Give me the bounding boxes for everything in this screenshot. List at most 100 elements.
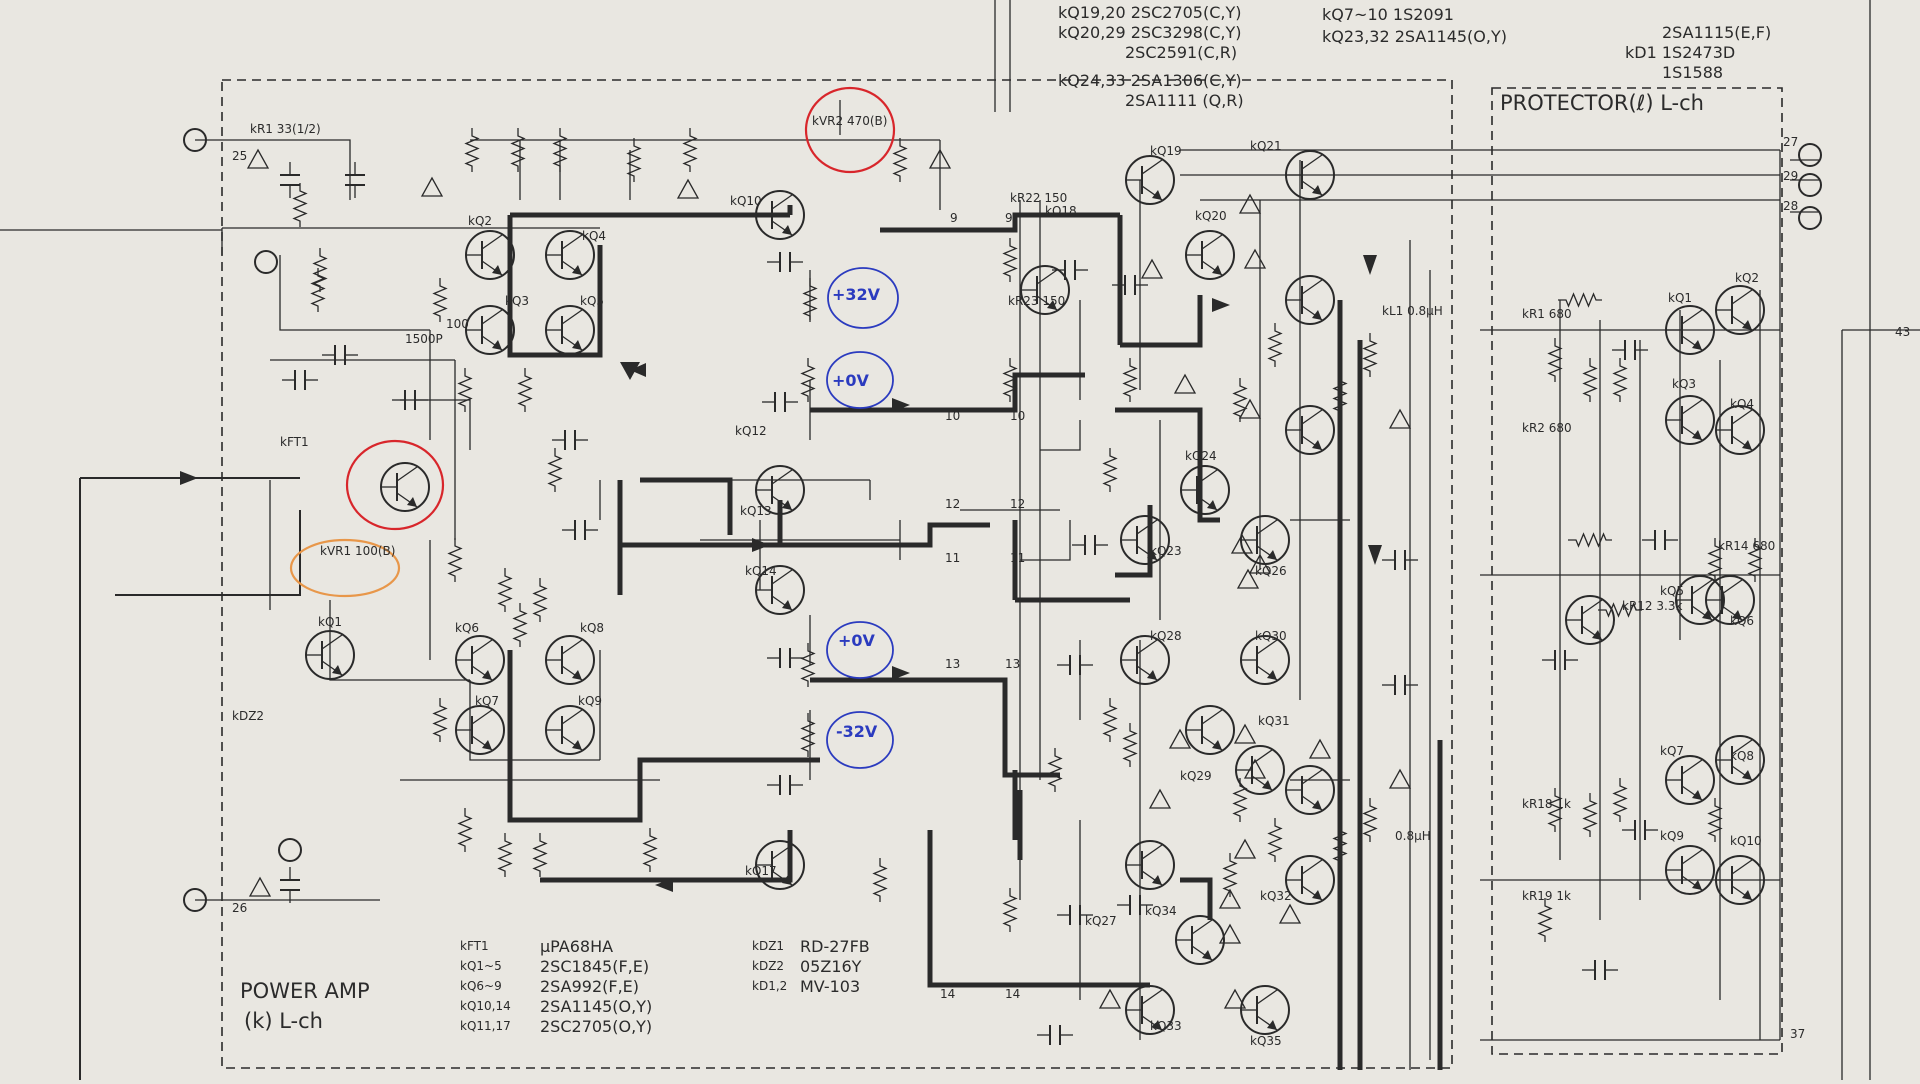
coil-label: kL1 0.8µH	[1382, 304, 1443, 318]
warning-triangle-icon	[1230, 533, 1254, 554]
transistor-arrow	[572, 340, 582, 350]
node-number: 13	[945, 657, 960, 671]
transistor-lead	[1301, 769, 1323, 785]
transistor-arrow	[1047, 300, 1057, 310]
node-number: 25	[232, 149, 247, 163]
transistor-lead	[1681, 759, 1703, 775]
transistor-symbol	[1715, 855, 1765, 905]
transistor-arrow	[1312, 890, 1322, 900]
resistor-symbol	[1267, 818, 1283, 862]
transistor-symbol	[1240, 985, 1290, 1035]
transistor-symbol	[1565, 595, 1615, 645]
capacitor-symbol	[1117, 895, 1153, 915]
transistor-label: kQ31	[1258, 714, 1290, 728]
capacitor-symbol	[1582, 960, 1618, 980]
resistor-symbol	[292, 183, 308, 227]
capacitor-symbol	[1382, 675, 1418, 695]
capacitor-symbol	[762, 392, 798, 412]
resistor-symbol	[552, 128, 568, 172]
transistor-symbol	[455, 635, 505, 685]
transistor-symbol	[1285, 405, 1335, 455]
transistor-arrow	[572, 670, 582, 680]
transistor-symbol	[1285, 150, 1335, 200]
transistor-lead	[771, 469, 793, 485]
legend-part: 2SC2705(O,Y)	[540, 1017, 652, 1036]
resistor-symbol	[1612, 358, 1628, 402]
warning-triangle-icon	[1248, 553, 1272, 574]
node-number: 43	[1895, 325, 1910, 339]
capacitor-symbol	[1612, 340, 1648, 360]
node-number: 28	[1783, 199, 1798, 213]
transistor-arrow	[1592, 630, 1602, 640]
warning-triangle-icon	[1168, 728, 1192, 749]
resistor-symbol	[1537, 898, 1553, 942]
node-number: 9	[1005, 211, 1013, 225]
resistor-label: kR23 150	[1008, 294, 1065, 308]
parts-legend: kFT1 µPA68HA kQ1~5 2SC1845(F,E) kQ6~9 2S…	[460, 937, 870, 1036]
legend-ref: kQ6~9	[460, 979, 502, 993]
transistors	[305, 150, 1765, 1035]
warning-triangle-icon	[1238, 193, 1262, 214]
resistor-symbol	[1232, 778, 1248, 822]
resistor-symbol	[1547, 788, 1563, 832]
transistor-lead	[1251, 749, 1273, 765]
transistor-arrow	[1267, 1020, 1277, 1030]
capacitor-bodies	[280, 162, 1678, 1045]
transistor-arrow	[1742, 320, 1752, 330]
transistor-arrow	[1312, 310, 1322, 320]
transistor-label: kQ1	[318, 615, 342, 629]
voltage-minus32: -32V	[836, 722, 878, 741]
transistor-lead	[1301, 409, 1323, 425]
legend-part: 2SA1145(O,Y)	[540, 997, 652, 1016]
voltage-circle	[827, 267, 899, 329]
transistor-arrow	[482, 670, 492, 680]
resistor-symbol	[310, 268, 326, 312]
transistor-symbol	[545, 230, 595, 280]
resistor-symbol	[800, 713, 816, 757]
resistor-symbol	[1598, 602, 1642, 618]
fet-label: kFT1	[280, 435, 309, 449]
capacitor-symbol	[767, 648, 803, 668]
capacitor-symbol	[280, 867, 300, 903]
transistor-symbol	[1020, 265, 1070, 315]
capacitor-symbol	[1072, 535, 1108, 555]
resistor-symbol	[1568, 532, 1612, 548]
signal-arrows	[180, 255, 1382, 892]
capacitor-symbol	[1622, 820, 1658, 840]
transistor-label: kQ30	[1255, 629, 1287, 643]
resistor-symbol	[626, 138, 642, 182]
transistor-arrow	[1742, 770, 1752, 780]
protector-label: kQ4	[1730, 397, 1754, 411]
resistor-symbol	[682, 128, 698, 172]
transistor-symbol	[1120, 635, 1170, 685]
transistor-label: kQ2	[468, 214, 492, 228]
protector-label: kR14 680	[1718, 539, 1775, 553]
transistor-lead	[1721, 579, 1743, 595]
capacitor-label: 1500P	[405, 332, 443, 346]
transistor-lead	[771, 194, 793, 210]
transistor-arrow	[1202, 950, 1212, 960]
resistor-symbol	[1267, 323, 1283, 367]
transistor-lead	[1691, 579, 1713, 595]
transistor-arrow	[1312, 185, 1322, 195]
capacitor-symbol	[322, 345, 358, 365]
warning-triangle-icon	[248, 876, 272, 897]
transistor-label: kQ4	[582, 229, 606, 243]
capacitor-symbol	[345, 162, 365, 198]
capacitor-label: 100	[446, 317, 469, 331]
resistor-symbol	[800, 643, 816, 687]
transistor-arrow	[1207, 500, 1217, 510]
resistor-symbol	[1547, 338, 1563, 382]
transistor-lead	[321, 634, 343, 650]
warning-triangle-icon	[1140, 258, 1164, 279]
legend-part: 2SC1845(F,E)	[540, 957, 649, 976]
resistor-symbol	[447, 538, 463, 582]
transistor-lead	[771, 844, 793, 860]
transistor-symbol	[545, 635, 595, 685]
zener-label: kDZ2	[232, 709, 264, 723]
voltage-circle	[826, 621, 894, 679]
transistor-arrow	[1692, 790, 1702, 800]
transistor-symbol	[1675, 575, 1725, 625]
transistor-arrow	[572, 740, 582, 750]
